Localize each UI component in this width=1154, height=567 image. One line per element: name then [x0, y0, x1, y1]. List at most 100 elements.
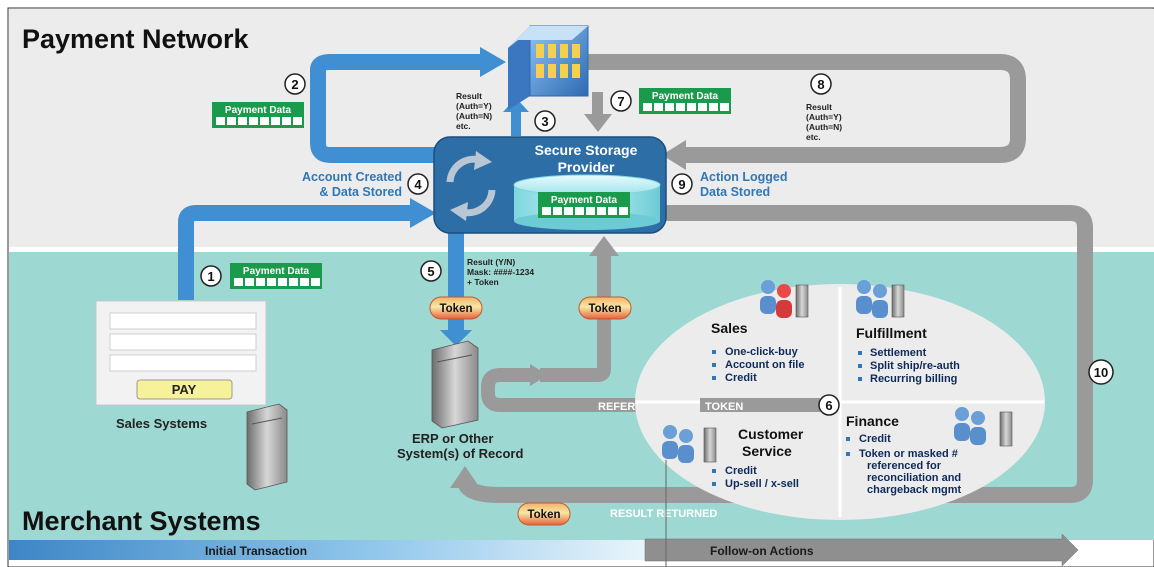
- svg-text:10: 10: [1094, 365, 1108, 380]
- svg-text:9: 9: [678, 177, 685, 192]
- customer-service-bullets: Credit Up-sell / x-sell: [712, 465, 799, 490]
- svg-text:Token or masked #: Token or masked #: [859, 448, 958, 460]
- step3-arrow-shaft: [511, 110, 521, 136]
- svg-text:One-click-buy: One-click-buy: [725, 346, 799, 358]
- step-9-marker: 9: [671, 173, 693, 195]
- sales-title: Sales: [711, 320, 748, 336]
- svg-text:2: 2: [291, 77, 298, 92]
- step-10-marker: 10: [1088, 359, 1114, 385]
- svg-text:Credit: Credit: [859, 433, 891, 445]
- form-field-1[interactable]: [109, 312, 257, 330]
- initial-transaction-band: [9, 540, 645, 560]
- refresh-cycle-icon: [446, 151, 496, 221]
- svg-text:5: 5: [427, 264, 434, 279]
- result-returned-label: RESULT RETURNED: [610, 508, 717, 520]
- svg-text:PAY: PAY: [172, 382, 197, 397]
- svg-text:Mask: ####-1234: Mask: ####-1234: [467, 267, 534, 277]
- finance-bullets: Credit Token or masked # referenced for …: [846, 433, 961, 496]
- follow-on-actions-label: Follow-on Actions: [710, 544, 814, 558]
- svg-text:4: 4: [414, 177, 422, 192]
- merchant-systems-title: Merchant Systems: [22, 506, 261, 536]
- svg-text:(Auth=N): (Auth=N): [456, 111, 492, 121]
- action-logged-line2: Data Stored: [700, 185, 770, 199]
- step-7-marker: 7: [610, 90, 632, 112]
- svg-text:Account on file: Account on file: [725, 359, 804, 371]
- step-4-marker: 4: [407, 173, 429, 195]
- form-field-3[interactable]: [109, 354, 257, 372]
- result-left-text: Result (Auth=Y) (Auth=N) etc.: [456, 91, 492, 131]
- step8-arrow-shaft: [588, 54, 1026, 163]
- payment-data-badge-step2: Payment Data: [212, 102, 304, 128]
- svg-text:Payment Data: Payment Data: [652, 91, 719, 102]
- ssp-title-line1: Secure Storage: [535, 142, 638, 158]
- token-up-arrow-shaft: [540, 252, 611, 382]
- customer-service-title-1: Customer: [738, 426, 804, 442]
- reference-token-arrow-shaft: [481, 368, 820, 412]
- account-created-line1: Account Created: [302, 170, 402, 184]
- svg-text:Payment Data: Payment Data: [225, 105, 292, 116]
- erp-label-line2: System(s) of Record: [397, 446, 523, 461]
- svg-text:1: 1: [207, 269, 214, 284]
- sales-systems-label: Sales Systems: [116, 416, 207, 431]
- token-badge-result: Token: [517, 502, 571, 526]
- sales-server-icon: [246, 403, 288, 491]
- result-yn-text: Result (Y/N) Mask: ####-1234 + Token: [467, 257, 534, 287]
- customer-service-people-icon: [662, 425, 717, 463]
- step-5-marker: 5: [420, 260, 442, 282]
- svg-text:8: 8: [817, 77, 824, 92]
- svg-text:Settlement: Settlement: [870, 347, 927, 359]
- svg-text:(Auth=Y): (Auth=Y): [456, 101, 492, 111]
- svg-text:(Auth=Y): (Auth=Y): [806, 112, 842, 122]
- reference-token-arrow-overlay: [700, 398, 820, 412]
- fulfillment-title: Fulfillment: [856, 325, 927, 341]
- step2-arrow-head: [480, 47, 506, 77]
- svg-text:reconciliation and: reconciliation and: [867, 472, 961, 484]
- ssp-title-line2: Provider: [558, 159, 615, 175]
- svg-text:Credit: Credit: [725, 372, 757, 384]
- step8-arrow-head: [662, 140, 686, 170]
- svg-text:+ Token: + Token: [467, 277, 499, 287]
- step2-arrow-shaft: [310, 54, 482, 163]
- step10-arrow-shaft: [500, 205, 1093, 503]
- svg-text:etc.: etc.: [806, 132, 821, 142]
- svg-text:Up-sell / x-sell: Up-sell / x-sell: [725, 478, 799, 490]
- payment-data-badge-step1: Payment Data: [230, 263, 322, 289]
- svg-text:Payment Data: Payment Data: [551, 195, 618, 206]
- pay-button[interactable]: PAY: [136, 379, 233, 400]
- initial-transaction-label: Initial Transaction: [205, 544, 307, 558]
- svg-text:(Auth=N): (Auth=N): [806, 122, 842, 132]
- svg-text:7: 7: [617, 94, 624, 109]
- svg-text:Split ship/re-auth: Split ship/re-auth: [870, 360, 960, 372]
- svg-text:Result: Result: [456, 91, 482, 101]
- step10-arrow-head: [450, 466, 480, 488]
- svg-text:Token: Token: [588, 303, 621, 315]
- step-6-marker: 6: [818, 394, 840, 416]
- reference-token-label-overlay: TOKEN: [705, 401, 743, 413]
- sales-form-window: [95, 300, 267, 406]
- svg-text:Token: Token: [439, 303, 472, 315]
- svg-text:Payment Data: Payment Data: [243, 266, 310, 277]
- svg-text:Credit: Credit: [725, 465, 757, 477]
- svg-text:Result (Y/N): Result (Y/N): [467, 257, 515, 267]
- step7-arrow-shaft: [592, 92, 603, 116]
- payment-network-title: Payment Network: [22, 24, 250, 54]
- step-1-marker: 1: [200, 265, 222, 287]
- erp-server-icon: [431, 340, 479, 429]
- step-3-marker: 3: [534, 110, 556, 132]
- fulfillment-bullets: Settlement Split ship/re-auth Recurring …: [858, 347, 960, 385]
- svg-text:Result: Result: [806, 102, 832, 112]
- svg-text:Recurring billing: Recurring billing: [870, 373, 957, 385]
- token-badge-down: Token: [429, 296, 483, 320]
- form-field-2[interactable]: [109, 333, 257, 351]
- step5-arrow-head: [440, 330, 472, 346]
- account-created-line2: & Data Stored: [319, 185, 402, 199]
- action-logged-line1: Action Logged: [700, 170, 788, 184]
- customer-service-title-2: Service: [742, 443, 792, 459]
- result-right-text: Result (Auth=Y) (Auth=N) etc.: [806, 102, 842, 142]
- card-network-building-icon: [508, 25, 589, 110]
- svg-text:etc.: etc.: [456, 121, 471, 131]
- finance-people-icon: [954, 407, 1013, 447]
- svg-text:referenced for: referenced for: [867, 460, 942, 472]
